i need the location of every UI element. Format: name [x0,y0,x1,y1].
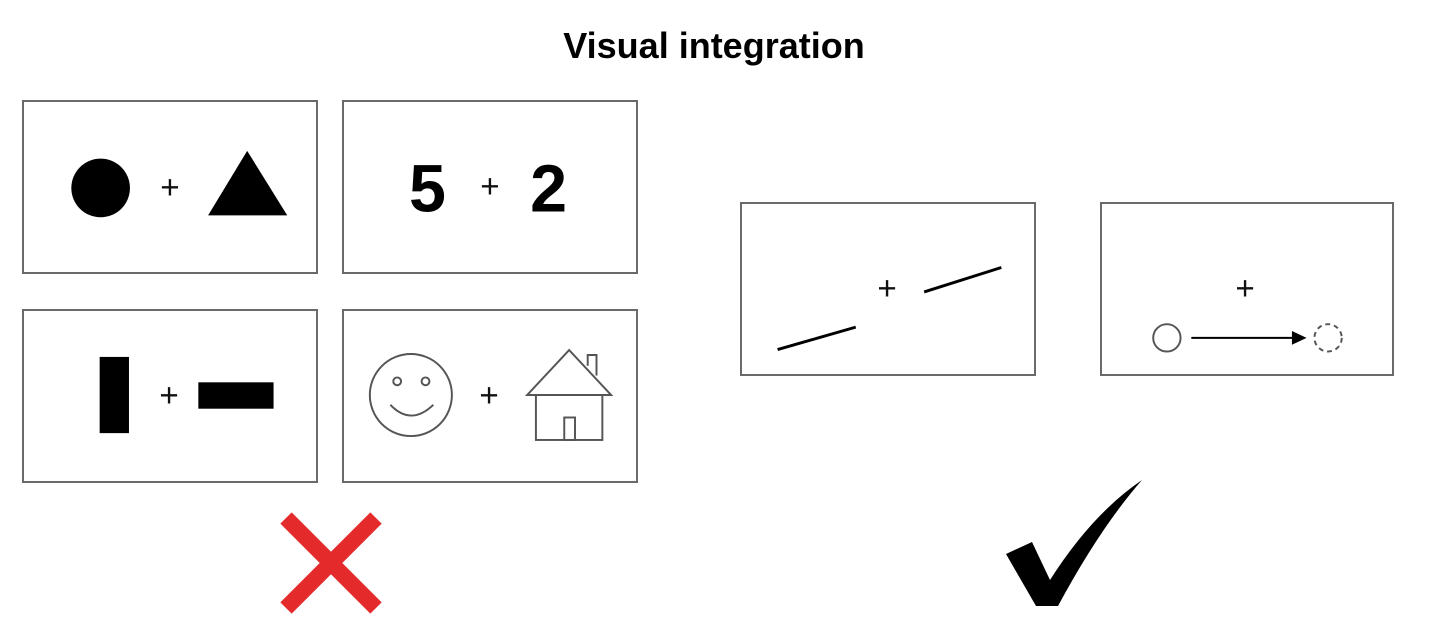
number-left: 5 [409,152,446,226]
house-icon [524,348,614,441]
panel-circle-triangle-graphic: + [71,150,288,218]
panel-face-house: + [342,309,638,483]
diagram-title: Visual integration [563,25,865,66]
number-right: 2 [530,152,567,226]
plus-sign: + [1235,271,1254,308]
panel-bars: + [22,309,318,483]
horizontal-bar-shape [198,382,274,409]
line-segment-right [923,266,1002,294]
start-circle-shape [1152,323,1182,353]
plus-sign: + [159,378,178,415]
line-segment-left [777,325,857,351]
vertical-bar-shape [99,356,129,434]
plus-sign: + [479,378,498,415]
smiley-face-icon [368,353,453,438]
panel-numbers: 5 + 2 [342,100,638,274]
arrow-head-icon [1291,331,1307,345]
check-stroke [1006,480,1142,606]
cross-strokes [280,512,382,614]
panel-circle-triangle: + [22,100,318,274]
end-dashed-circle-shape [1313,323,1343,353]
panel-numbers-graphic: 5 + 2 [409,152,567,226]
panel-motion-graphic: + [1152,271,1343,353]
filled-triangle-shape [208,150,288,216]
plus-sign: + [160,170,179,207]
panel-bars-graphic: + [99,356,274,434]
panel-line-segments: + [740,202,1036,376]
panel-motion: + [1100,202,1394,376]
cross-icon [280,512,382,614]
panel-face-house-graphic: + [368,348,614,441]
check-icon [1006,480,1142,606]
panel-line-segments-graphic: + [777,266,1002,351]
filled-circle-shape [71,158,130,218]
plus-sign: + [877,271,896,308]
plus-sign: + [480,169,499,206]
